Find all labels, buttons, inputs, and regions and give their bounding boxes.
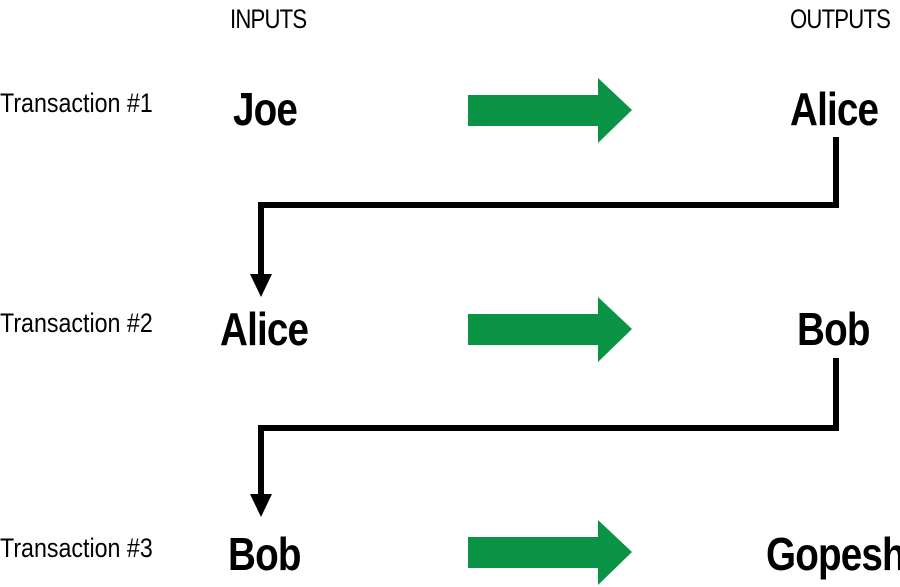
transaction-3-arrow [468, 520, 632, 585]
transaction-1-output: Alice [790, 83, 879, 135]
inputs-column-header: INPUTS [230, 4, 307, 34]
transaction-2-label: Transaction #2 [0, 308, 153, 338]
transaction-3-output: Gopesh [766, 528, 900, 580]
outputs-column-header: OUTPUTS [790, 4, 891, 34]
transaction-2-output: Bob [797, 303, 870, 355]
transaction-2-arrow [468, 297, 632, 362]
transaction-1-input: Joe [233, 83, 298, 135]
transaction-1-label: Transaction #1 [0, 88, 153, 118]
chain-connector-2 [258, 358, 839, 496]
transaction-3-input: Bob [228, 528, 301, 580]
chain-connector-1 [258, 137, 839, 276]
transaction-3-label: Transaction #3 [0, 533, 153, 563]
transaction-2-input: Alice [220, 303, 309, 355]
transaction-1-arrow [468, 78, 632, 143]
chain-connector-1-arrowhead [250, 274, 272, 297]
chain-connector-2-arrowhead [250, 494, 272, 517]
